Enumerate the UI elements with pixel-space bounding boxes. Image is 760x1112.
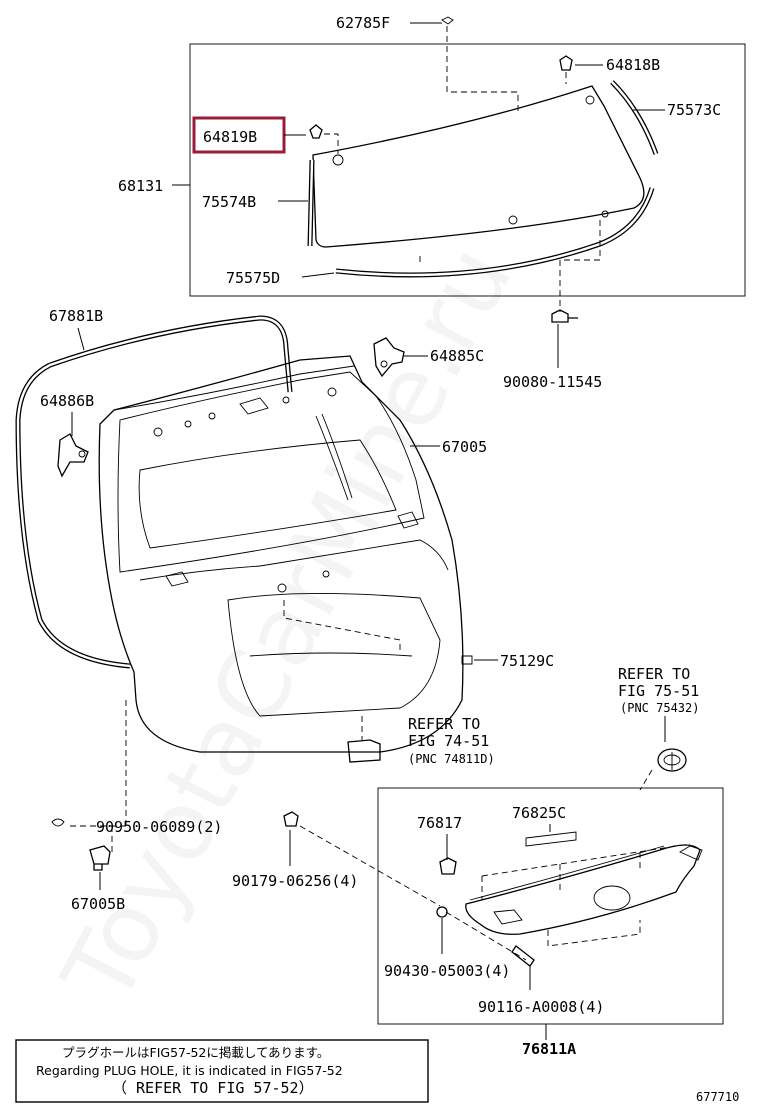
label-64885C[interactable]: 64885C	[430, 347, 484, 365]
label-76811A[interactable]: 76811A	[522, 1040, 576, 1058]
label-64819B[interactable]: 64819B	[203, 128, 257, 146]
clip-64819B-icon	[309, 124, 323, 139]
molding-75573C	[610, 80, 659, 155]
refer-74-line2[interactable]: FIG 74-51	[408, 732, 489, 750]
label-76825C[interactable]: 76825C	[512, 804, 566, 822]
garnish-76811A	[465, 844, 703, 935]
refer-75-line2[interactable]: FIG 75-51	[618, 682, 699, 700]
note-line2: Regarding PLUG HOLE, it is indicated in …	[36, 1063, 343, 1078]
hinge-64885C-icon	[373, 337, 405, 378]
emblem-75129C-icon	[461, 655, 473, 665]
refer-74-line1: REFER TO	[408, 715, 480, 733]
clip-76817-icon	[439, 857, 457, 875]
refer-74-line3: (PNC 74811D)	[408, 752, 495, 766]
pad-76825C-icon	[525, 831, 577, 847]
refer-75-line1: REFER TO	[618, 665, 690, 683]
label-76817[interactable]: 76817	[417, 814, 462, 832]
nut-90179-06256-icon	[283, 811, 299, 827]
note-box	[15, 1039, 429, 1103]
label-90116-A0008[interactable]: 90116-A0008(4)	[478, 998, 604, 1016]
label-67005B[interactable]: 67005B	[71, 895, 125, 913]
label-90950-06089[interactable]: 90950-06089(2)	[96, 818, 222, 836]
back-door-panel-67005	[98, 355, 464, 753]
label-67005[interactable]: 67005	[442, 438, 487, 456]
hinge-64886B-icon	[57, 433, 89, 478]
label-75575D[interactable]: 75575D	[226, 269, 280, 287]
toyota-emblem-icon	[657, 748, 687, 772]
refer-75-line3: (PNC 75432)	[620, 701, 699, 715]
label-75573C[interactable]: 75573C	[667, 101, 721, 119]
bolt-90080-11545-icon	[551, 309, 578, 323]
clip-64818B-icon	[559, 55, 573, 71]
label-90430-05003[interactable]: 90430-05003(4)	[384, 962, 510, 980]
garnish-group-frame	[377, 787, 724, 1025]
label-64818B[interactable]: 64818B	[606, 56, 660, 74]
label-90080-11545[interactable]: 90080-11545	[503, 373, 602, 391]
label-75129C[interactable]: 75129C	[500, 652, 554, 670]
label-64886B[interactable]: 64886B	[40, 392, 94, 410]
bumper-67005B-icon	[89, 845, 111, 871]
label-67881B[interactable]: 67881B	[49, 307, 103, 325]
figure-number: 677710	[696, 1090, 739, 1104]
label-62785F[interactable]: 62785F	[336, 14, 390, 32]
nut-90430-05003-icon	[436, 906, 448, 918]
screw-90116-A0008-icon	[511, 945, 535, 967]
plug-90950-06089-icon	[51, 818, 65, 827]
note-line3[interactable]: （ REFER TO FIG 57-52）	[112, 1079, 314, 1097]
clip-62785F-icon	[441, 16, 454, 25]
weatherstrip-67881B	[15, 315, 293, 669]
glass-group-frame	[189, 43, 746, 297]
label-68131[interactable]: 68131	[118, 177, 163, 195]
lamp-74811D-icon	[347, 739, 381, 763]
rear-window-glass	[312, 85, 645, 248]
label-90179-06256[interactable]: 90179-06256(4)	[232, 872, 358, 890]
label-75574B[interactable]: 75574B	[202, 193, 256, 211]
note-line1: プラグホールはFIG57-52に掲載してあります。	[62, 1045, 329, 1060]
